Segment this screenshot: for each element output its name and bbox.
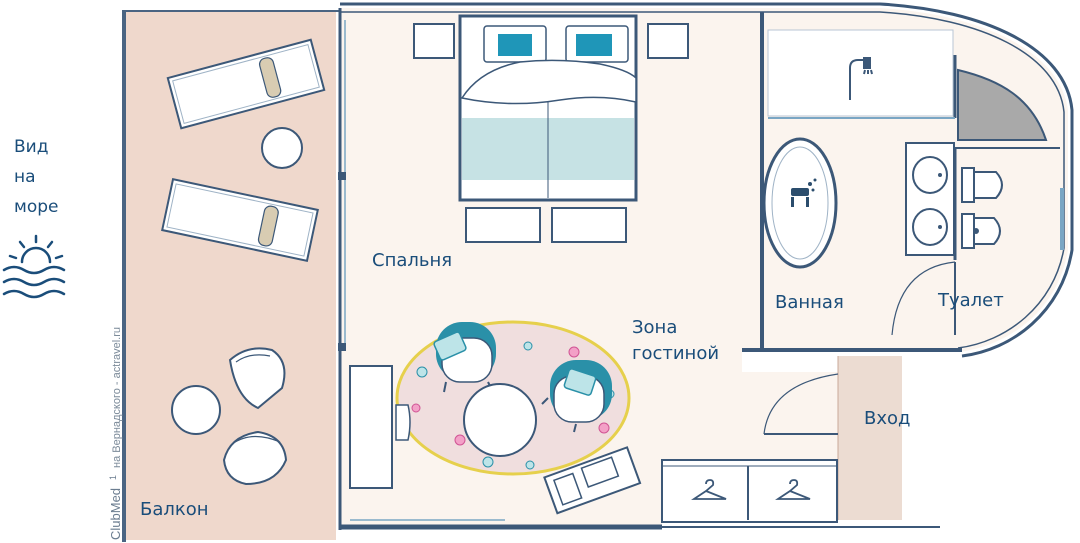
bench-right bbox=[551, 207, 627, 243]
entrance-door bbox=[763, 373, 839, 435]
sunbed-top bbox=[166, 38, 326, 130]
bathtub-inner bbox=[771, 146, 829, 260]
label-bedroom: Спальня bbox=[372, 250, 452, 271]
credit-suffix: 1 bbox=[108, 475, 118, 480]
label-entrance: Вход bbox=[864, 408, 910, 429]
bench-left bbox=[465, 207, 541, 243]
credit-brand: ClubMed bbox=[108, 488, 123, 540]
entrance-floor bbox=[838, 356, 902, 520]
outer-wall bbox=[340, 2, 1074, 358]
toilet-door bbox=[891, 261, 956, 336]
balcony-table bbox=[171, 385, 221, 435]
tv-cabinet bbox=[543, 446, 642, 515]
outer-wall-inner bbox=[340, 11, 1065, 349]
coffee-table bbox=[463, 383, 537, 457]
balcony-chair-top bbox=[228, 347, 286, 410]
shower-icon bbox=[849, 57, 873, 100]
shower-area bbox=[767, 29, 954, 117]
side-table-balcony bbox=[261, 127, 303, 169]
label-balcony: Балкон bbox=[140, 499, 209, 520]
sink-top bbox=[912, 156, 948, 194]
label-living-1: Зона bbox=[632, 317, 677, 338]
window-post bbox=[338, 343, 346, 351]
label-sea-view-2: на bbox=[14, 167, 36, 187]
label-bathroom: Ванная bbox=[775, 292, 844, 313]
credit: ClubMed 1 на Вернадского - actravel.ru bbox=[108, 327, 123, 540]
sunbed-bottom bbox=[161, 177, 319, 263]
sink-drain bbox=[938, 173, 942, 177]
armchair-left bbox=[433, 322, 496, 393]
wardrobe bbox=[661, 459, 838, 523]
hanger-icon bbox=[775, 479, 811, 500]
sink-drain bbox=[938, 225, 942, 229]
bidet bbox=[961, 213, 1001, 249]
sink-bottom bbox=[912, 208, 948, 246]
label-sea-view-1: Вид bbox=[14, 137, 48, 157]
console-stool bbox=[395, 404, 411, 441]
armchair-right bbox=[541, 360, 612, 433]
console-table bbox=[349, 365, 393, 489]
bathtub bbox=[762, 137, 838, 269]
duvet-fold bbox=[460, 59, 637, 105]
storage-nook bbox=[957, 68, 1048, 141]
label-living-2: гостиной bbox=[632, 343, 719, 364]
credit-text: на Вернадского - actravel.ru bbox=[111, 327, 123, 468]
window-post bbox=[338, 172, 346, 180]
balcony-chair-bottom bbox=[222, 430, 288, 486]
bathtub-icon bbox=[791, 178, 817, 207]
nightstand-right bbox=[647, 23, 689, 59]
pillow-left-accent bbox=[498, 34, 532, 56]
nightstand-left bbox=[413, 23, 455, 59]
label-sea-view-3: море bbox=[14, 197, 58, 217]
balcony-rail bbox=[122, 10, 126, 542]
hanger-icon bbox=[691, 479, 727, 500]
sun-wave-icon bbox=[2, 234, 66, 299]
pillow-right-accent bbox=[576, 34, 612, 56]
label-toilet: Туалет bbox=[937, 290, 1004, 311]
toilet bbox=[961, 167, 1003, 203]
rug-pattern bbox=[411, 341, 615, 470]
